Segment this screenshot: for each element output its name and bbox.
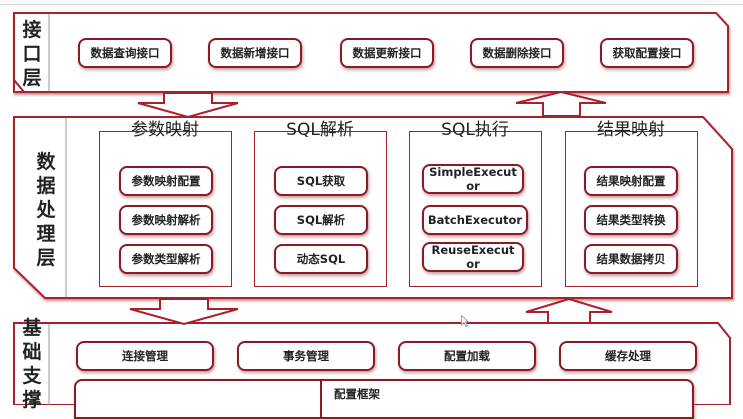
group-item[interactable]: 结果类型转换	[584, 205, 678, 235]
label-char: 据	[36, 175, 56, 197]
group-item[interactable]: 参数映射解析	[119, 205, 213, 235]
group-item[interactable]: 动态SQL	[274, 244, 368, 274]
arrow-down-interface-to-processing	[137, 92, 239, 119]
group-item[interactable]: 参数映射配置	[119, 166, 213, 196]
label-char: 处	[36, 199, 56, 221]
group-title: SQL解析	[286, 120, 354, 140]
support-framework-box-right[interactable]: 配置框架	[322, 379, 694, 419]
interface-item-delete[interactable]: 数据删除接口	[470, 38, 564, 68]
support-item-cache[interactable]: 缓存处理	[559, 341, 697, 371]
arrow-up-processing-to-interface	[515, 90, 607, 117]
label-char: 支	[22, 365, 42, 387]
framework-label: 配置框架	[334, 387, 380, 401]
mouse-cursor-icon	[461, 315, 469, 327]
support-item-transaction[interactable]: 事务管理	[237, 341, 375, 371]
support-framework-box[interactable]	[74, 379, 322, 419]
label-char: 撑	[22, 389, 42, 411]
group-item[interactable]: SQL获取	[274, 166, 368, 196]
group-title: 结果映射	[597, 120, 665, 140]
label-char: 理	[36, 223, 56, 245]
interface-item-insert[interactable]: 数据新增接口	[208, 38, 302, 68]
label-char: 口	[22, 43, 42, 65]
group-title: SQL执行	[441, 120, 509, 140]
label-char: 基	[22, 317, 42, 339]
interface-item-query[interactable]: 数据查询接口	[78, 38, 172, 68]
processing-layer-label: 数 据 处 理 层	[34, 150, 58, 270]
support-item-connection[interactable]: 连接管理	[76, 341, 214, 371]
group-item[interactable]: 参数类型解析	[119, 244, 213, 274]
group-item[interactable]: 结果数据拷贝	[584, 244, 678, 274]
group-item[interactable]: BatchExecutor	[422, 205, 528, 235]
arrow-down-processing-to-support	[129, 298, 239, 326]
group-item[interactable]: SimpleExecutor	[422, 164, 524, 194]
group-item[interactable]: ReuseExecutor	[422, 242, 524, 272]
arrow-up-support-to-processing	[525, 297, 613, 324]
interface-item-update[interactable]: 数据更新接口	[340, 38, 434, 68]
group-item[interactable]: 结果映射配置	[584, 166, 678, 196]
window-top-edge	[0, 0, 743, 5]
label-char: 础	[22, 341, 42, 363]
support-layer-label: 基 础 支 撑	[20, 316, 44, 412]
label-char: 数	[36, 151, 56, 173]
interface-layer-label: 接 口 层	[20, 18, 44, 90]
support-item-config-load[interactable]: 配置加载	[398, 341, 536, 371]
label-char: 层	[22, 67, 42, 89]
label-char: 层	[36, 247, 56, 269]
group-item[interactable]: SQL解析	[274, 205, 368, 235]
group-title: 参数映射	[131, 120, 199, 140]
label-char: 接	[22, 19, 42, 41]
interface-item-config[interactable]: 获取配置接口	[600, 38, 694, 68]
